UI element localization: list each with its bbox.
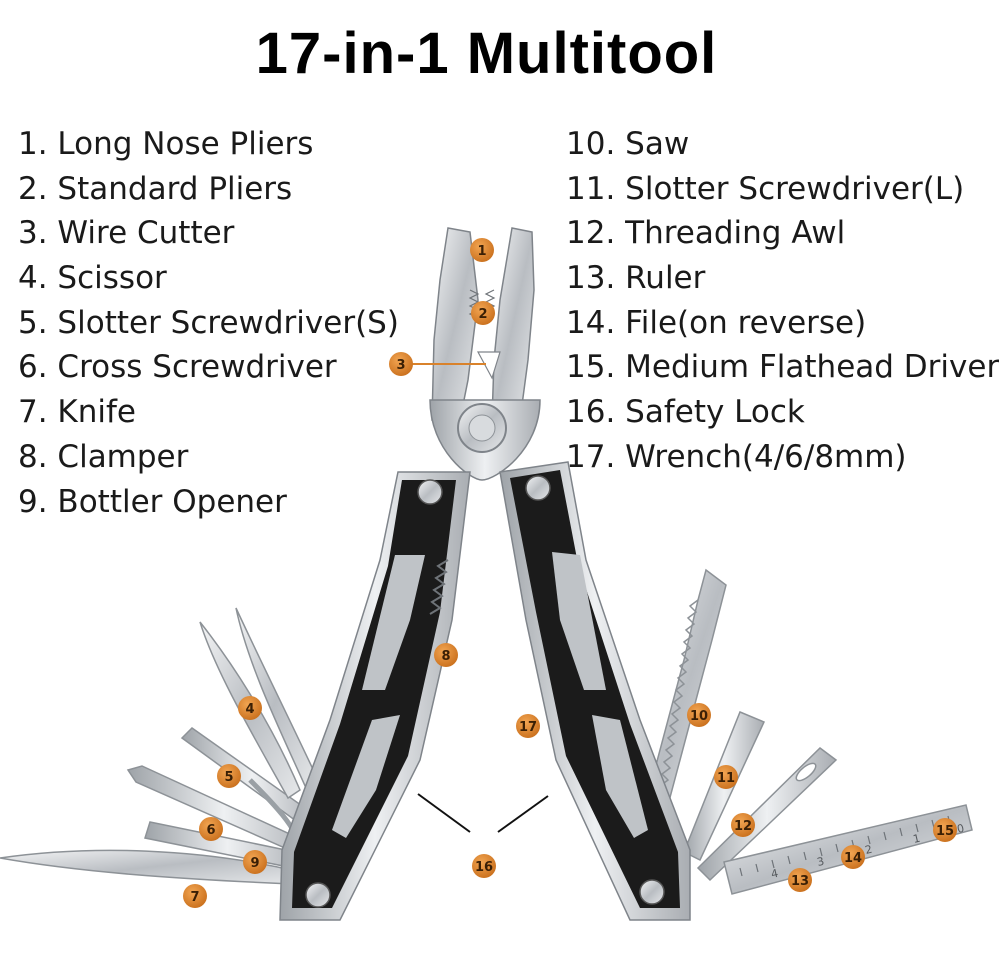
callout-badge-16: 16 bbox=[472, 854, 496, 878]
svg-text:4: 4 bbox=[245, 702, 254, 717]
svg-text:5: 5 bbox=[224, 770, 233, 785]
feature-item: 1. Long Nose Pliers bbox=[18, 126, 314, 162]
feature-list-left: 1. Long Nose Pliers 2. Standard Pliers 3… bbox=[18, 122, 399, 524]
callout-badge-13: 13 bbox=[788, 868, 812, 892]
plier-jaw-right bbox=[491, 227, 535, 421]
feature-item: 13. Ruler bbox=[566, 260, 706, 297]
safety-lock-line bbox=[417, 793, 471, 833]
feature-item: 16. Safety Lock bbox=[566, 394, 805, 431]
svg-text:15: 15 bbox=[936, 824, 954, 839]
feature-item: 7. Knife bbox=[18, 394, 137, 431]
ruler-mark: 0 bbox=[956, 822, 966, 836]
saw-teeth bbox=[657, 599, 699, 799]
handle-left-cutout bbox=[362, 555, 425, 690]
callout-badge-10: 10 bbox=[687, 703, 711, 727]
ruler-mark: 3 bbox=[816, 855, 826, 869]
feature-item: 5. Slotter Screwdriver(S) bbox=[18, 304, 399, 341]
svg-text:2: 2 bbox=[478, 307, 487, 322]
svg-text:11: 11 bbox=[717, 771, 735, 786]
feature-item: 10. Saw bbox=[566, 126, 690, 162]
ruler-mark: 1 bbox=[912, 832, 922, 846]
callout-badge-11: 11 bbox=[714, 765, 738, 789]
ruler-ticks bbox=[739, 815, 951, 877]
handle-right-cutout bbox=[592, 715, 648, 838]
callout-badge-17: 17 bbox=[516, 714, 540, 738]
feature-item: 8. Clamper bbox=[18, 438, 189, 475]
feature-item: 12. Threading Awl bbox=[566, 215, 846, 252]
handle-left-cutout bbox=[332, 715, 400, 838]
callout-badge-6: 6 bbox=[199, 817, 223, 841]
plier-jaw-left bbox=[431, 227, 479, 421]
callout-badge-2: 2 bbox=[471, 301, 495, 325]
feature-item: 11. Slotter Screwdriver(L) bbox=[566, 170, 965, 207]
feature-list-right: 10. Saw 11. Slotter Screwdriver(L) 12. T… bbox=[566, 122, 999, 480]
callout-badge-1: 1 bbox=[470, 238, 494, 262]
callout-badge-5: 5 bbox=[217, 764, 241, 788]
svg-text:10: 10 bbox=[690, 709, 708, 724]
clamper-teeth bbox=[429, 559, 449, 615]
svg-text:7: 7 bbox=[190, 890, 199, 905]
pivot-bolt-inner bbox=[468, 414, 496, 442]
feature-item: 6. Cross Screwdriver bbox=[18, 349, 337, 386]
svg-text:3: 3 bbox=[396, 358, 405, 373]
svg-text:12: 12 bbox=[734, 819, 752, 834]
callout-badge-15: 15 bbox=[933, 818, 957, 842]
feature-item: 14. File(on reverse) bbox=[566, 304, 867, 341]
svg-text:8: 8 bbox=[441, 649, 450, 664]
safety-lock-line bbox=[497, 795, 549, 833]
callout-badge-14: 14 bbox=[841, 845, 865, 869]
callout-badge-12: 12 bbox=[731, 813, 755, 837]
callout-badge-3: 3 bbox=[389, 352, 413, 376]
svg-text:14: 14 bbox=[844, 851, 862, 866]
handle-screw bbox=[639, 879, 665, 905]
feature-item: 17. Wrench(4/6/8mm) bbox=[566, 438, 907, 475]
multitool-illustration: 0 1 2 3 4 1 2 3 4 5 6 7 8 9 10 11 12 13 … bbox=[0, 227, 973, 921]
feature-item: 9. Bottler Opener bbox=[18, 483, 287, 520]
ruler-mark: 2 bbox=[864, 843, 874, 857]
handle-screw bbox=[305, 882, 331, 908]
awl-eye bbox=[795, 762, 817, 782]
handle-screw bbox=[525, 475, 551, 501]
svg-text:1: 1 bbox=[477, 244, 486, 259]
handle-right-cutout bbox=[552, 552, 606, 690]
handle-screw bbox=[417, 479, 443, 505]
callout-badge-7: 7 bbox=[183, 884, 207, 908]
callout-badge-8: 8 bbox=[434, 643, 458, 667]
ruler-mark: 4 bbox=[770, 867, 780, 881]
svg-text:9: 9 bbox=[250, 856, 259, 871]
feature-item: 4. Scissor bbox=[18, 260, 167, 297]
svg-text:16: 16 bbox=[475, 860, 493, 875]
svg-text:13: 13 bbox=[791, 874, 809, 889]
page-title: 17-in-1 Multitool bbox=[255, 21, 718, 86]
callout-badge-9: 9 bbox=[243, 850, 267, 874]
feature-item: 15. Medium Flathead Driver bbox=[566, 349, 999, 386]
svg-text:6: 6 bbox=[206, 823, 215, 838]
feature-item: 2. Standard Pliers bbox=[18, 170, 293, 207]
callout-badge-4: 4 bbox=[238, 696, 262, 720]
feature-item: 3. Wire Cutter bbox=[18, 215, 235, 252]
svg-text:17: 17 bbox=[519, 720, 537, 735]
